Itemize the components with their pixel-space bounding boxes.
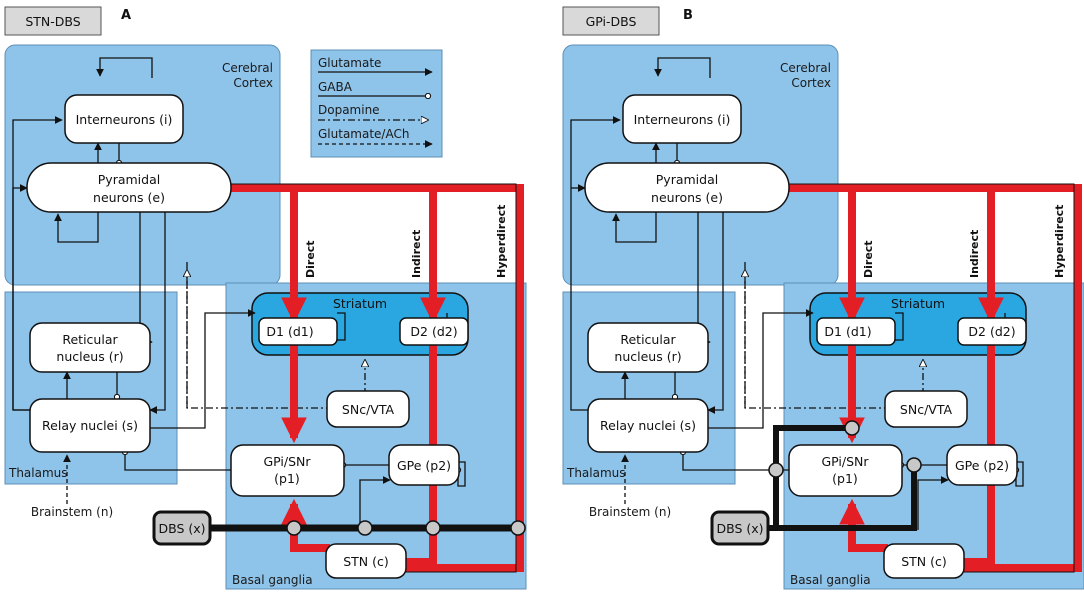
d1-label: D1 (d1) bbox=[266, 324, 313, 339]
node-gpe bbox=[946, 444, 1018, 486]
node-interneurons bbox=[622, 94, 742, 144]
direct-pathway-label: Direct bbox=[862, 240, 875, 278]
pyramidal-label-2: neurons (e) bbox=[651, 190, 723, 205]
gpi-label-1: GPi/SNr bbox=[263, 454, 311, 469]
gpi-label-2: (p1) bbox=[832, 471, 858, 486]
basal-ganglia-label: Basal ganglia bbox=[232, 573, 313, 587]
node-interneurons bbox=[64, 94, 184, 144]
node-d2 bbox=[399, 317, 469, 346]
node-relay bbox=[29, 398, 151, 453]
node-gpi bbox=[230, 444, 345, 497]
node-relay bbox=[587, 398, 709, 453]
pyramidal-label-1: Pyramidal bbox=[98, 172, 160, 187]
node-gpi bbox=[788, 444, 903, 497]
legend-glutamate: Glutamate bbox=[318, 56, 381, 70]
legend-gaba: GABA bbox=[318, 80, 353, 94]
hyperdirect-pathway-label: Hyperdirect bbox=[495, 205, 508, 278]
panel-title: STN-DBS bbox=[25, 14, 80, 29]
panel-title: GPi-DBS bbox=[586, 14, 637, 29]
reticular-label-2: nucleus (r) bbox=[56, 349, 123, 364]
thalamus-label: Thalamus bbox=[566, 466, 626, 480]
node-snc bbox=[884, 390, 968, 428]
cortex-label-1: Cerebral bbox=[222, 61, 273, 75]
cortex-label-2: Cortex bbox=[791, 76, 831, 90]
gpe-label: GPe (p2) bbox=[955, 458, 1009, 473]
panel-gpi-dbs: GPi-DBS B Cerebral Cortex Thalamus Basal… bbox=[562, 6, 1084, 590]
panel-stn-dbs: STN-DBS A Cerebral Cortex Thalamus Basal… bbox=[4, 6, 527, 590]
dbs-box bbox=[710, 510, 770, 546]
gpi-label-2: (p1) bbox=[274, 471, 300, 486]
node-pyramidal bbox=[584, 162, 790, 213]
stn-label: STN (c) bbox=[901, 554, 947, 569]
node-d1 bbox=[816, 317, 896, 346]
basal-ganglia-label: Basal ganglia bbox=[790, 573, 871, 587]
thalamus-region bbox=[4, 291, 178, 485]
reticular-label-1: Reticular bbox=[62, 332, 118, 347]
gpi-label-1: GPi/SNr bbox=[821, 454, 869, 469]
node-gpe bbox=[388, 444, 460, 486]
cortex-label-1: Cerebral bbox=[780, 61, 831, 75]
snc-label: SNc/VTA bbox=[342, 402, 395, 417]
indirect-pathway-label: Indirect bbox=[410, 230, 423, 278]
cortex-label-2: Cortex bbox=[233, 76, 273, 90]
snc-label: SNc/VTA bbox=[900, 402, 953, 417]
node-snc bbox=[326, 390, 410, 428]
brainstem-label: Brainstem (n) bbox=[589, 505, 671, 519]
reticular-label-1: Reticular bbox=[620, 332, 676, 347]
interneurons-label: Interneurons (i) bbox=[76, 112, 173, 127]
thalamus-label: Thalamus bbox=[8, 466, 68, 480]
pyramidal-label-2: neurons (e) bbox=[93, 190, 165, 205]
legend: Glutamate GABA Dopamine Glutamate/ACh bbox=[310, 49, 443, 158]
legend-glutamate-ach: Glutamate/ACh bbox=[318, 127, 409, 141]
panel-letter: B bbox=[683, 8, 693, 23]
direct-pathway-label: Direct bbox=[304, 240, 317, 278]
dbs-label: DBS (x) bbox=[716, 521, 763, 536]
gpe-label: GPe (p2) bbox=[397, 458, 451, 473]
node-d1 bbox=[258, 317, 338, 346]
indirect-pathway-label: Indirect bbox=[968, 230, 981, 278]
node-reticular bbox=[29, 322, 151, 373]
stn-label: STN (c) bbox=[343, 554, 389, 569]
thalamus-region bbox=[562, 291, 736, 485]
relay-label: Relay nuclei (s) bbox=[42, 418, 138, 433]
d2-label: D2 (d2) bbox=[410, 324, 457, 339]
legend-dopamine: Dopamine bbox=[318, 103, 380, 117]
pyramidal-label-1: Pyramidal bbox=[656, 172, 718, 187]
node-pyramidal bbox=[26, 162, 232, 213]
striatum-label: Striatum bbox=[333, 296, 387, 311]
hyperdirect-pathway-label: Hyperdirect bbox=[1053, 205, 1066, 278]
interneurons-label: Interneurons (i) bbox=[634, 112, 731, 127]
reticular-label-2: nucleus (r) bbox=[614, 349, 681, 364]
striatum-label: Striatum bbox=[891, 296, 945, 311]
d1-label: D1 (d1) bbox=[824, 324, 871, 339]
brainstem-label: Brainstem (n) bbox=[31, 505, 113, 519]
dbs-label: DBS (x) bbox=[158, 521, 205, 536]
d2-label: D2 (d2) bbox=[968, 324, 1015, 339]
node-stn bbox=[325, 543, 407, 579]
node-reticular bbox=[587, 322, 709, 373]
relay-label: Relay nuclei (s) bbox=[600, 418, 696, 433]
node-stn bbox=[883, 543, 965, 579]
dbs-box bbox=[152, 510, 212, 546]
node-d2 bbox=[957, 317, 1027, 346]
panel-letter: A bbox=[121, 8, 131, 23]
